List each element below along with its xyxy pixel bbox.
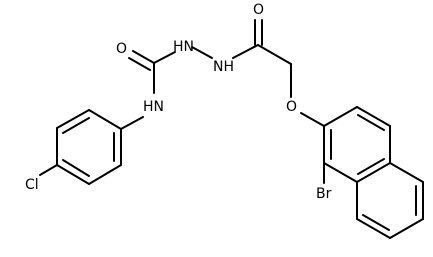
bond-acetyl-ch2 [257,44,292,65]
ring-a-4 [56,164,90,185]
atom-o-urea: O [116,41,127,57]
ring-c-4 [356,218,391,239]
atom-br: Br [316,186,332,202]
bond-n2-acetyl [232,44,259,59]
bond-c-cl [39,164,58,176]
atom-labels: O HN NH O HN O Cl Br [25,2,332,202]
ring-b-5 [356,162,391,183]
atom-nh-hydrazine: NH [213,59,234,75]
ring-a-4d [62,159,90,177]
atom-hn-hydrazine: HN [173,39,194,55]
ring-b-3 [356,106,391,127]
ring-a-2d [62,117,90,134]
bond-urea-co-2 [128,57,151,71]
ring-b-6 [323,162,358,183]
ring-a-1 [88,109,122,130]
ring-b-5d [357,158,385,175]
bonds [39,19,424,239]
atom-o-ether: O [286,99,297,115]
ring-a-2 [56,109,90,129]
ring-c-4d [362,214,390,231]
ring-b-3d [357,114,385,131]
bond-urea-co-1 [132,50,155,64]
bond-nh-phenyl [120,116,144,130]
bond-urea-n1 [153,51,176,64]
ring-a-5 [88,164,122,185]
bond-n-n [191,46,213,59]
atom-cl: Cl [25,177,39,193]
bond-o-naph [300,112,325,127]
atom-hn-amide: HN [143,99,164,115]
ring-b-2 [323,106,358,127]
ring-c-3 [389,218,424,239]
ring-c-1 [389,162,424,183]
atom-o-acetyl: O [253,2,264,18]
